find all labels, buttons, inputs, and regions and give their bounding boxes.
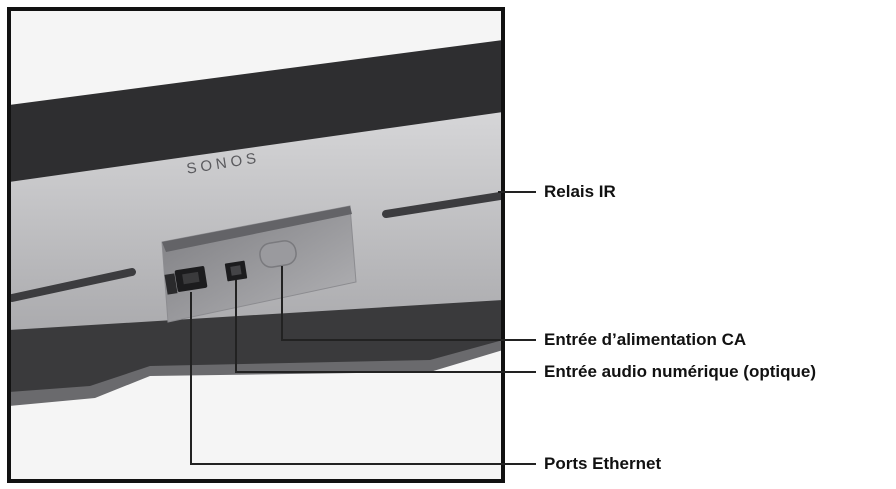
leader-line-optical	[235, 280, 536, 373]
left-grille-slot	[9, 268, 136, 302]
optical-port	[224, 260, 248, 282]
label-digital-audio-input: Entrée audio numérique (optique)	[544, 362, 817, 381]
ac-power-port	[259, 240, 297, 268]
label-ir-relay: Relais IR	[544, 182, 616, 201]
leader-lines	[190, 191, 536, 465]
leader-line-power	[281, 266, 536, 341]
right-grille-slot	[382, 192, 503, 218]
ethernet-port	[164, 266, 208, 295]
leader-line-ethernet	[190, 292, 536, 465]
label-ac-power-input: Entrée d’alimentation CA	[544, 330, 747, 349]
image-frame	[7, 7, 505, 483]
label-ethernet-ports: Ports Ethernet	[544, 454, 662, 473]
